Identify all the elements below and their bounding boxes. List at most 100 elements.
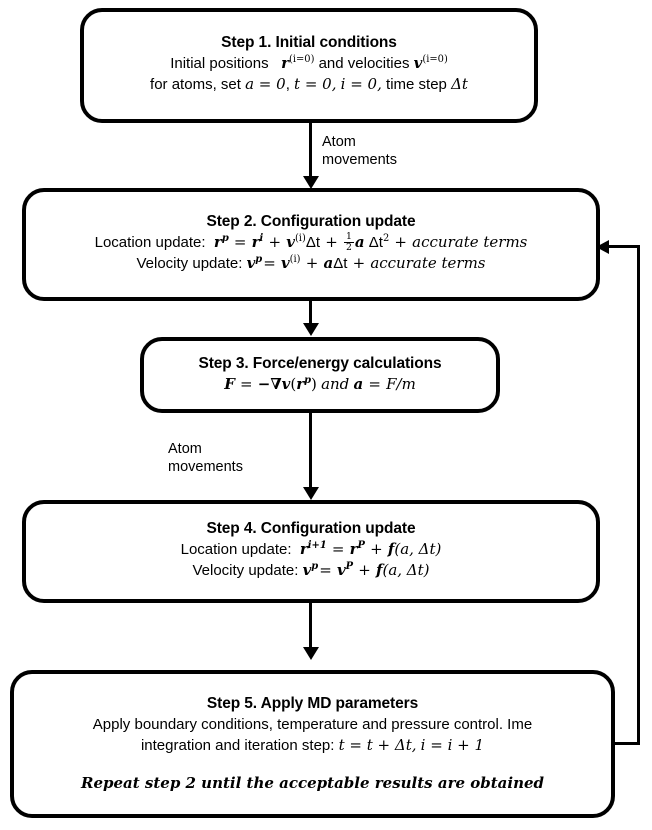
step5-title: Step 5. Apply MD parameters: [206, 694, 419, 712]
step4-loc-lhs-sup: i+1: [307, 540, 327, 552]
step4-loc-function-args: (a, Δt): [394, 540, 442, 559]
step2-loc-plus1: +: [268, 233, 282, 252]
step3-equals-2: =: [368, 375, 381, 394]
step4-loc-term1-sup: P: [357, 540, 365, 552]
step5-body-line-2: integration and iteration step: t = t + …: [141, 735, 484, 756]
step2-loc-term1-sup: i: [259, 233, 264, 245]
step1-symbol-v-superscript: (i=0): [422, 54, 448, 66]
step2-loc-lhs-sup: p: [221, 233, 229, 245]
step1-eq-i-zero: i = 0,: [340, 75, 382, 94]
step1-eq-t-zero: t = 0,: [294, 75, 337, 94]
step3-equals-1: =: [240, 375, 253, 394]
step3-equation: F = −∇v(rp) and a = F/m: [224, 374, 416, 395]
step4-location-update: Location update: ri+1 = rP + f(a, Δt): [181, 539, 442, 560]
connector-step1-step2-arrowhead-icon: [302, 176, 319, 189]
connector-step3-step4-arrowhead-icon: [302, 487, 319, 500]
step2-location-label: Location update:: [94, 234, 206, 252]
edge-label-2-line2: movements: [168, 459, 243, 476]
step1-line-1: Initial positions r(i=0) and velocities …: [170, 53, 448, 74]
step2-loc-term1: r: [251, 233, 260, 252]
step2-loc-plus3: +: [394, 233, 407, 252]
step2-vel-lhs-sup: p: [255, 254, 263, 266]
step2-loc-accurate-terms: accurate terms: [412, 233, 528, 252]
step5-eq-index-update: i = i + 1: [420, 735, 485, 754]
flow-node-step1[interactable]: Step 1. Initial conditions Initial posit…: [80, 8, 538, 123]
step2-title: Step 2. Configuration update: [206, 213, 416, 231]
step2-vel-lhs: v: [246, 254, 256, 273]
step1-text-and-velocities: and velocities: [318, 55, 410, 73]
flow-node-step2[interactable]: Step 2. Configuration update Location up…: [22, 188, 600, 301]
step3-symbol-r-sup: p: [304, 375, 312, 387]
step4-loc-term1: r: [349, 540, 358, 559]
feedback-loop-top-segment: [608, 245, 640, 248]
step2-vel-term2: a: [323, 254, 334, 273]
step2-vel-equals: =: [263, 254, 276, 273]
edge-label-1-line2: movements: [322, 152, 397, 169]
step4-vel-function-args: (a, Δt): [382, 561, 430, 580]
step4-vel-lhs-sup: p: [311, 561, 319, 573]
step2-loc-term2-sup: (i): [294, 233, 306, 245]
connector-step1-step2-line: [309, 123, 312, 179]
step4-vel-lhs: v: [302, 561, 312, 580]
step2-loc-lhs: r: [213, 233, 222, 252]
step4-vel-term1-sup: P: [345, 561, 354, 573]
step2-frac-denominator: 2: [343, 241, 354, 253]
step1-line-2: for atoms, set a = 0, t = 0, i = 0, time…: [150, 74, 468, 95]
step2-loc-term2-dt: Δt: [305, 234, 321, 252]
step1-sep-1: ,: [285, 76, 290, 94]
edge-label-1-line1: Atom: [322, 134, 356, 150]
step2-frac-numerator: 1: [345, 231, 352, 243]
edge-label-atom-movements-2: Atom movements: [168, 440, 243, 477]
flow-node-step4[interactable]: Step 4. Configuration update Location up…: [22, 500, 600, 603]
connector-step3-step4-line: [309, 413, 312, 489]
step2-velocity-label: Velocity update:: [136, 255, 243, 273]
connector-step4-step5-line: [309, 603, 312, 649]
step3-symbol-r: r: [296, 375, 305, 394]
step2-vel-accurate-terms: accurate terms: [370, 254, 486, 273]
step2-loc-term3-a: a: [354, 233, 365, 252]
step1-title: Step 1. Initial conditions: [221, 34, 397, 52]
step1-symbol-r: r: [281, 54, 289, 73]
step4-vel-plus: +: [358, 561, 371, 580]
step1-eq-a-zero: a = 0: [245, 75, 286, 94]
step4-loc-plus: +: [370, 540, 383, 559]
step1-symbol-v: v: [413, 54, 423, 73]
feedback-loop-bottom-segment: [612, 742, 640, 745]
step4-title: Step 4. Configuration update: [206, 520, 416, 538]
step2-velocity-update: Velocity update: vp= v(i) + aΔt + accura…: [136, 253, 485, 274]
step2-vel-term1-sup: (i): [289, 254, 301, 266]
step2-loc-term3-dt: Δt: [368, 234, 383, 252]
step5-body-line-1: Apply boundary conditions, temperature a…: [92, 715, 533, 733]
step3-paren-open: (: [290, 375, 297, 394]
step1-symbol-delta-t: Δt: [451, 75, 468, 94]
step3-grad-operator: −∇: [257, 375, 282, 394]
step3-symbol-v: v: [281, 375, 291, 394]
step4-vel-term1: v: [336, 561, 346, 580]
step5-text-integration-step: integration and iteration step:: [140, 736, 335, 754]
step4-loc-lhs: r: [299, 540, 308, 559]
step4-loc-function-f: f: [387, 540, 395, 559]
step1-text-for-atoms-set: for atoms, set: [150, 76, 241, 94]
step3-symbol-a: a: [353, 375, 364, 394]
step3-word-and: and: [321, 375, 350, 394]
step5-repeat-note: Repeat step 2 until the acceptable resul…: [80, 774, 545, 793]
step2-loc-equals: =: [233, 233, 247, 252]
step2-vel-plus1: +: [305, 254, 319, 273]
step3-symbol-F: F: [224, 375, 235, 394]
step5-eq-time-update: t = t + Δt,: [338, 735, 417, 754]
flow-node-step5[interactable]: Step 5. Apply MD parameters Apply bounda…: [10, 670, 615, 818]
edge-label-atom-movements-1: Atom movements: [322, 133, 397, 170]
flow-node-step3[interactable]: Step 3. Force/energy calculations F = −∇…: [140, 337, 500, 413]
connector-step4-step5-arrowhead-icon: [302, 647, 319, 660]
step4-vel-equals: =: [319, 561, 332, 580]
step2-loc-term3-sup: 2: [382, 233, 390, 245]
step4-velocity-label: Velocity update:: [192, 562, 299, 580]
step4-location-label: Location update:: [180, 541, 292, 559]
edge-label-2-line1: Atom: [168, 441, 202, 457]
step4-velocity-update: Velocity update: vp= vP + f(a, Δt): [192, 560, 429, 581]
step1-text-initial-positions: Initial positions: [170, 55, 269, 73]
step2-vel-plus2: +: [352, 254, 366, 273]
